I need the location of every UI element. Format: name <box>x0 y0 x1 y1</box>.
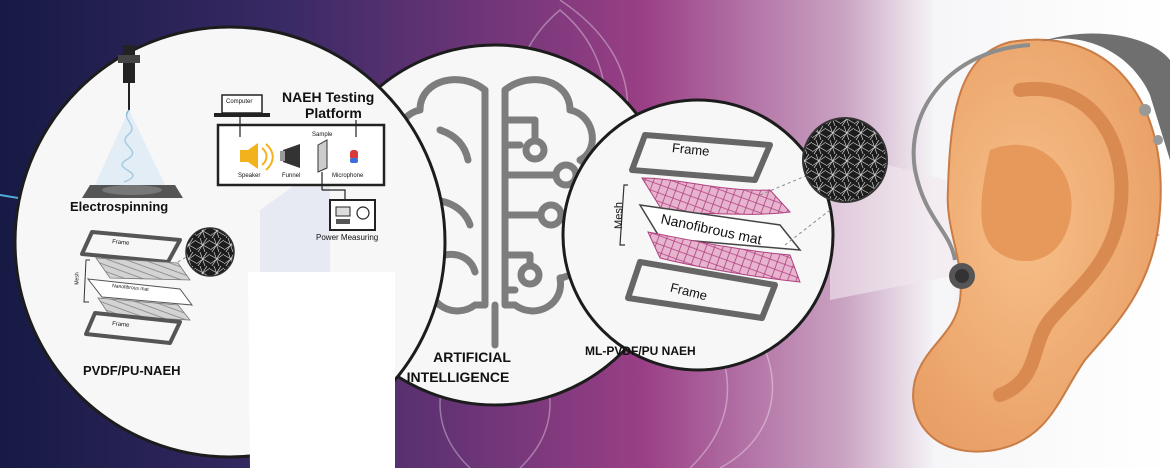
ai-label-line1: ARTIFICIAL <box>433 349 511 365</box>
electrospinning-apparatus <box>82 45 183 198</box>
ml-naeh-exploded-view <box>619 132 831 321</box>
microphone-label: Microphone <box>332 173 364 179</box>
ml-naeh-label: ML-PVDF/PU NAEH <box>585 344 696 358</box>
speaker-label: Speaker <box>238 173 261 179</box>
left-mesh-label: Mesh <box>74 272 81 285</box>
electrospinning-label: Electrospinning <box>70 199 169 214</box>
sample-label: Sample <box>312 132 333 138</box>
pvdf-naeh-exploded-view <box>80 230 199 345</box>
computer-label: Computer <box>226 99 253 105</box>
platform-title-line1: NAEH Testing <box>282 89 375 105</box>
platform-title-line2: Platform <box>305 105 362 121</box>
white-block <box>248 272 395 468</box>
funnel-label: Funnel <box>282 173 301 179</box>
power-measuring-label: Power Measuring <box>316 233 379 242</box>
ear-with-hearing-aid-icon <box>911 33 1170 453</box>
naeh-testing-platform <box>214 94 386 231</box>
nanofiber-magnifier-left <box>185 227 235 277</box>
light-panel <box>260 160 330 272</box>
right-frame-top-label: Frame <box>671 140 711 159</box>
ai-label-line2: INTELLIGENCE <box>406 369 510 385</box>
nanofiber-magnifier-right <box>802 117 888 203</box>
right-mesh-label: Mesh <box>612 202 625 229</box>
pvdf-naeh-label: PVDF/PU-NAEH <box>83 363 181 378</box>
